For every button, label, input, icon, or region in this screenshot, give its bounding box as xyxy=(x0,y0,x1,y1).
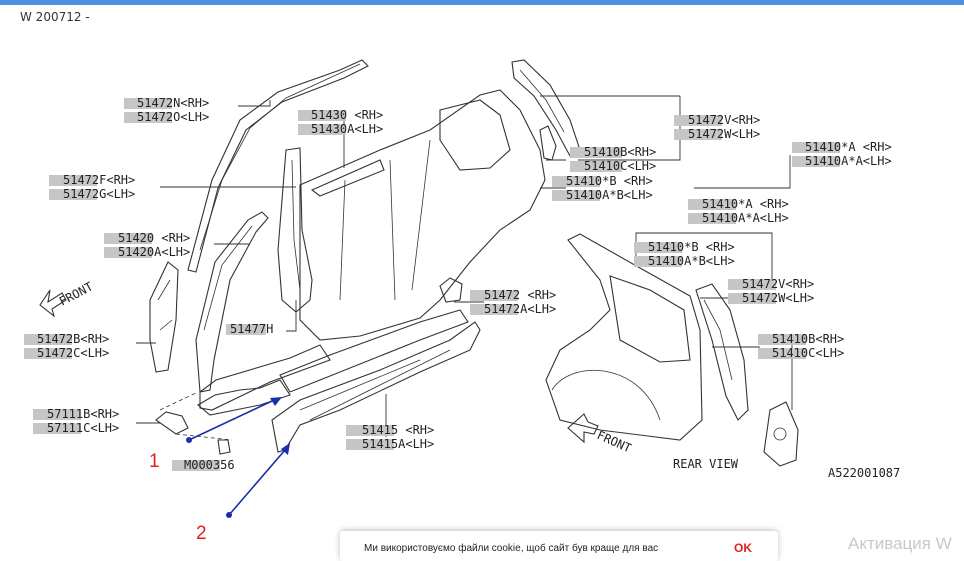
label-51410xA-top: 51410*A <RH> xyxy=(805,140,892,154)
label-51410AxA-mid: 51410A*A<LH> xyxy=(702,211,789,225)
label-51415A: 51415A<LH> xyxy=(362,437,434,451)
front-arrow-right xyxy=(567,413,599,444)
label-51472: 51472 <RH> xyxy=(484,288,556,302)
rear-inner-panel-part xyxy=(695,283,749,421)
front-label-left: FRONT xyxy=(57,279,95,308)
side-body-outer-part xyxy=(197,89,546,416)
rear-quarter-upper-part xyxy=(511,59,581,161)
cookie-banner: Ми використовуємо файли cookie, щоб сайт… xyxy=(340,531,778,561)
callout-arrow-1 xyxy=(186,397,282,443)
figure-code: A522001087 xyxy=(828,466,900,480)
label-51472C: 51472C<LH> xyxy=(37,346,109,360)
label-51410xB-mid: 51410*B <RH> xyxy=(648,240,735,254)
callout-number-2: 2 xyxy=(196,523,207,544)
label-51410C-bot: 51410C<LH> xyxy=(772,346,844,360)
cookie-ok-button[interactable]: OK xyxy=(734,541,752,555)
rear-lamp-bracket-part xyxy=(763,401,799,467)
label-51430A: 51430A<LH> xyxy=(311,122,383,136)
callout-number-1: 1 xyxy=(149,451,160,472)
b-pillar-inner-part xyxy=(277,147,313,313)
label-51410xB-top: 51410*B <RH> xyxy=(566,174,653,188)
label-51410AxB-top: 51410A*B<LH> xyxy=(566,188,653,202)
label-51477H: 51477H xyxy=(230,322,273,336)
small-bracket-part xyxy=(439,277,463,303)
rear-quarter-outer-part xyxy=(545,233,703,441)
front-pillar-part xyxy=(195,211,269,393)
label-51410AxA-top: 51410A*A<LH> xyxy=(805,154,892,168)
page-code: W 200712 - xyxy=(20,10,90,24)
label-51410C-top: 51410C<LH> xyxy=(584,159,656,173)
label-51410B-top: 51410B<RH> xyxy=(584,145,656,159)
roof-rail-part xyxy=(187,59,369,273)
label-51410AxB-mid: 51410A*B<LH> xyxy=(648,254,735,268)
label-51472G: 51472G<LH> xyxy=(63,187,135,201)
label-57111C: 57111C<LH> xyxy=(47,421,119,435)
label-51472B: 51472B<RH> xyxy=(37,332,109,346)
callout-arrow-2 xyxy=(226,443,290,518)
label-51472A: 51472A<LH> xyxy=(484,302,556,316)
windows-activation-watermark: Активация W xyxy=(848,534,952,553)
label-51420: 51420 <RH> xyxy=(118,231,190,245)
label-51472O: 51472O<LH> xyxy=(137,110,209,124)
front-arrow-left xyxy=(39,289,67,318)
label-51415: 51415 <RH> xyxy=(362,423,434,437)
top-accent-bar xyxy=(0,0,964,5)
label-51472W-top: 51472W<LH> xyxy=(688,127,760,141)
label-51472N: 51472N<RH> xyxy=(137,96,209,110)
label-51472W-mid: 51472W<LH> xyxy=(742,291,814,305)
label-51472V-mid: 51472V<RH> xyxy=(742,277,814,291)
leader-lines xyxy=(136,95,793,437)
label-51420A: 51420A<LH> xyxy=(118,245,190,259)
label-51410B-bot: 51410B<RH> xyxy=(772,332,844,346)
cookie-banner-text: Ми використовуємо файли cookie, щоб сайт… xyxy=(364,543,659,554)
front-bracket-part xyxy=(149,261,179,373)
label-M000356: M000356 xyxy=(184,458,235,472)
label-51430: 51430 <RH> xyxy=(311,108,383,122)
label-51472V-top: 51472V<RH> xyxy=(688,113,760,127)
label-51410xA-mid: 51410*A <RH> xyxy=(702,197,789,211)
label-57111B: 57111B<RH> xyxy=(47,407,119,421)
rear-view-label: REAR VIEW xyxy=(673,457,739,471)
label-51472F: 51472F<RH> xyxy=(63,173,135,187)
clip-part xyxy=(155,391,233,455)
